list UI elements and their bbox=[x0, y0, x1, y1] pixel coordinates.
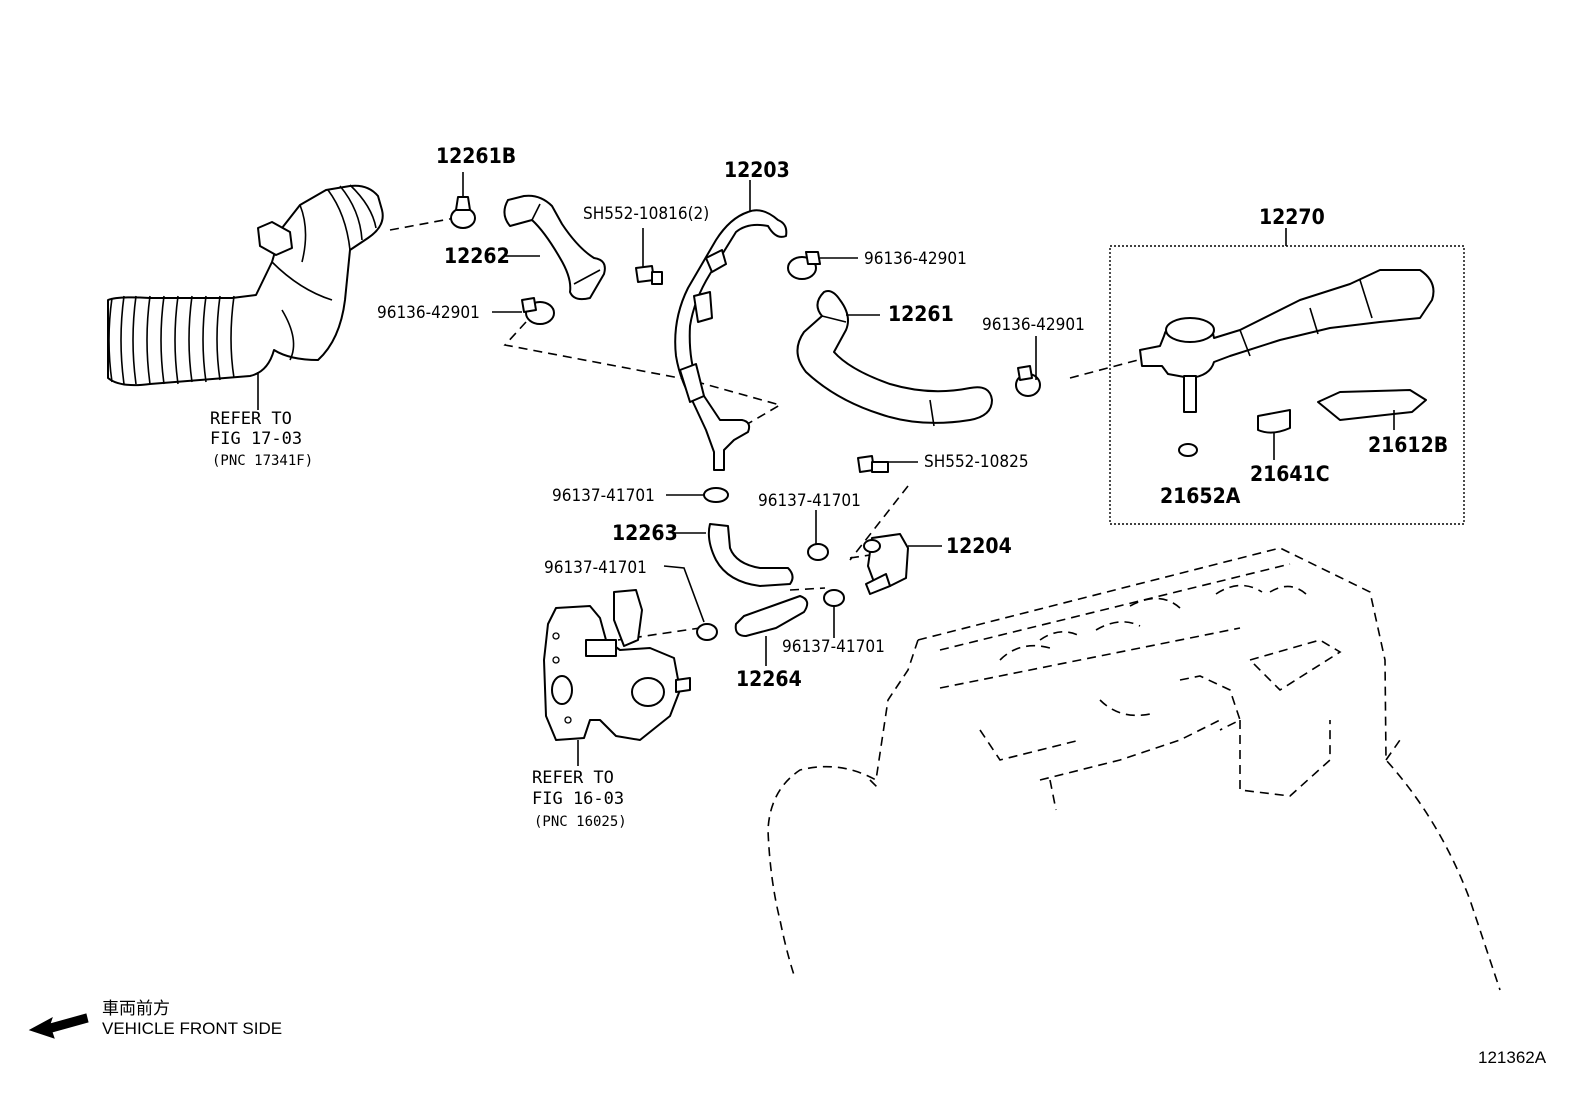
clamp-96137-b: 96137-41701 bbox=[758, 491, 861, 561]
label-21641C: 21641C bbox=[1250, 462, 1330, 486]
label-12261B: 12261B bbox=[436, 144, 516, 168]
air-intake-hose: REFER TO FIG 17-03 (PNC 17341F) bbox=[107, 184, 384, 469]
direction-english: VEHICLE FRONT SIDE bbox=[102, 1019, 282, 1038]
clamp-96136-left: 96136-42901 bbox=[377, 297, 555, 325]
engine-block-outline bbox=[767, 547, 1501, 991]
refer-bottom-line2: FIG 16-03 bbox=[532, 789, 624, 809]
label-12204: 12204 bbox=[946, 534, 1012, 558]
dashed-connectors bbox=[389, 217, 1139, 641]
refer-bottom-line3: (PNC 16025) bbox=[534, 814, 627, 830]
valve-12204: 12204 bbox=[863, 533, 1012, 595]
bolt-SH552-10816: SH552-10816(2) bbox=[583, 204, 709, 285]
refer-top-line3: (PNC 17341F) bbox=[212, 453, 313, 469]
refer-bottom-line1: REFER TO bbox=[532, 768, 614, 788]
label-12262: 12262 bbox=[444, 244, 510, 268]
direction-japanese: 車両前方 bbox=[102, 999, 170, 1018]
label-96136-mid: 96136-42901 bbox=[864, 249, 967, 269]
hose-12263: 12263 bbox=[612, 521, 794, 587]
label-96136-right: 96136-42901 bbox=[982, 315, 1085, 335]
label-12203: 12203 bbox=[724, 158, 790, 182]
clamp-96137-c: 96137-41701 bbox=[544, 558, 718, 641]
clamp-12261B: 12261B bbox=[436, 144, 516, 229]
bolt-SH552-10825: SH552-10825 bbox=[857, 452, 1029, 473]
label-96137-a: 96137-41701 bbox=[552, 486, 655, 506]
label-12263: 12263 bbox=[612, 521, 678, 545]
hose-12264: 12264 bbox=[734, 595, 809, 691]
hose-12261: 12261 bbox=[796, 290, 993, 427]
label-96137-b: 96137-41701 bbox=[758, 491, 861, 511]
clamp-96136-right: 96136-42901 bbox=[982, 315, 1085, 397]
label-SH552-10816: SH552-10816(2) bbox=[583, 204, 709, 224]
label-SH552-10825: SH552-10825 bbox=[924, 452, 1029, 472]
label-21612B: 21612B bbox=[1368, 433, 1448, 457]
pipe-12203: 12203 bbox=[674, 158, 790, 471]
vehicle-front-direction: 車両前方 VEHICLE FRONT SIDE bbox=[28, 999, 282, 1039]
clamp-96137-a: 96137-41701 bbox=[552, 486, 729, 506]
clamp-96137-d: 96137-41701 bbox=[782, 589, 885, 657]
hose-12262: 12262 bbox=[444, 194, 606, 301]
throttle-bracket: REFER TO FIG 16-03 (PNC 16025) bbox=[532, 589, 691, 830]
label-12261: 12261 bbox=[888, 302, 954, 326]
label-12264: 12264 bbox=[736, 667, 802, 691]
front-arrow-icon bbox=[28, 1013, 89, 1039]
refer-top-line1: REFER TO bbox=[210, 409, 292, 429]
clamp-96136-mid: 96136-42901 bbox=[787, 249, 967, 280]
refer-top-line2: FIG 17-03 bbox=[210, 429, 302, 449]
label-12270: 12270 bbox=[1259, 205, 1325, 229]
label-96137-c: 96137-41701 bbox=[544, 558, 647, 578]
label-96137-d: 96137-41701 bbox=[782, 637, 885, 657]
assembly-12270: 12270 21652A 21641C 21612B bbox=[1109, 205, 1465, 525]
label-21652A: 21652A bbox=[1160, 484, 1241, 508]
label-96136-left: 96136-42901 bbox=[377, 303, 480, 323]
figure-id: 121362A bbox=[1478, 1048, 1547, 1067]
